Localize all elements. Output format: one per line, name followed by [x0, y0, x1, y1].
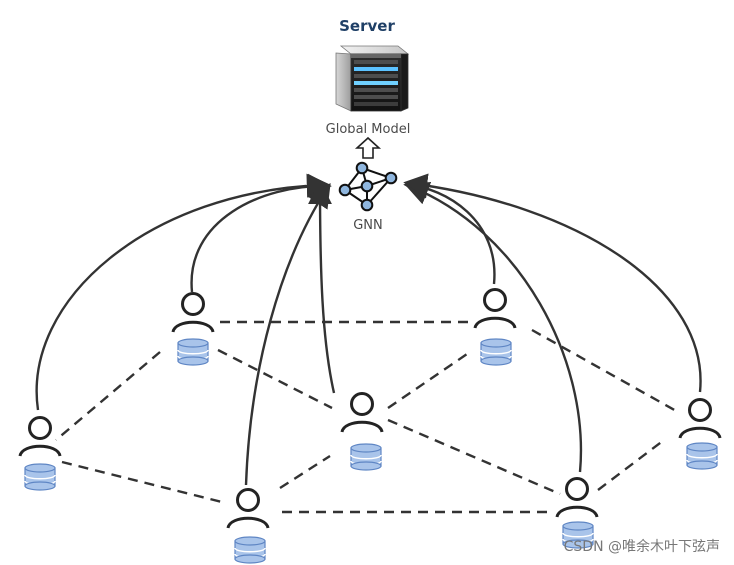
- user-icon-head: [28, 416, 52, 440]
- user-icon: [678, 426, 722, 439]
- gnn-label: GNN: [353, 218, 383, 233]
- user-icon-head: [688, 398, 712, 422]
- user-icon: [340, 420, 384, 433]
- upload-curves: [35, 173, 702, 486]
- server-title: Server: [339, 17, 395, 35]
- user-icon: [473, 316, 517, 329]
- client-link: [387, 418, 561, 496]
- client-link: [55, 351, 161, 441]
- user-icon: [555, 505, 599, 518]
- database-icon: [480, 338, 512, 366]
- upload-arrow: [404, 181, 583, 473]
- user-icon: [226, 516, 270, 529]
- watermark-text: CSDN @唯余木叶下弦声: [564, 538, 720, 555]
- client-node: [555, 477, 599, 549]
- client-link: [279, 454, 331, 490]
- user-icon-head: [236, 488, 260, 512]
- client-link: [597, 439, 665, 491]
- user-icon-head: [483, 288, 507, 312]
- database-icon: [350, 443, 382, 471]
- database-icon: [234, 536, 266, 564]
- client-node: [171, 292, 215, 366]
- upload-arrow: [244, 182, 331, 486]
- user-icon: [18, 444, 62, 457]
- client-node: [678, 398, 722, 470]
- upload-arrow: [403, 174, 496, 285]
- upload-arrow: [35, 173, 331, 411]
- user-icon: [171, 320, 215, 333]
- client-links: [55, 320, 679, 514]
- client-link: [217, 348, 333, 410]
- up-arrow-icon: [354, 136, 382, 159]
- clients: [18, 288, 722, 564]
- user-icon-head: [565, 477, 589, 501]
- upload-arrow: [403, 173, 702, 393]
- client-node: [18, 416, 62, 491]
- database-icon: [686, 442, 718, 470]
- client-link: [387, 351, 471, 409]
- user-icon-head: [350, 392, 374, 416]
- upload-arrow: [190, 173, 332, 293]
- graph-network-icon: [338, 161, 398, 212]
- database-icon: [177, 338, 209, 366]
- global-model-label: Global Model: [326, 122, 411, 137]
- database-icon: [562, 521, 594, 549]
- client-node: [226, 488, 270, 564]
- database-icon: [24, 463, 56, 491]
- client-link: [61, 460, 227, 505]
- user-icon-head: [181, 292, 205, 316]
- client-node: [473, 288, 517, 366]
- client-link: [531, 328, 679, 414]
- client-node: [340, 392, 384, 471]
- upload-arrow: [308, 180, 336, 394]
- server-icon: [335, 45, 410, 112]
